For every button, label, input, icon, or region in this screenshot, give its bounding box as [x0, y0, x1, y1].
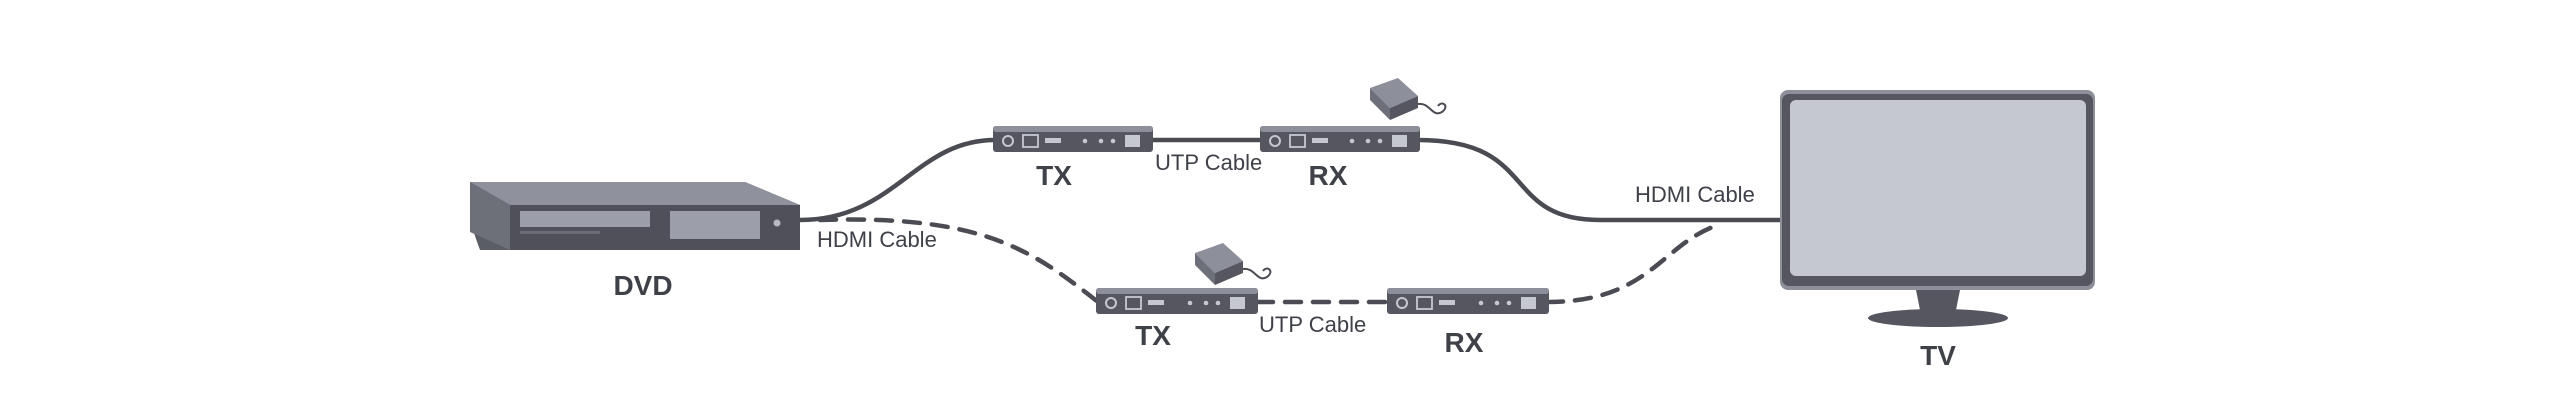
- power-adapter-icon: [1195, 243, 1272, 285]
- utp-cable-top-label: UTP Cable: [1155, 150, 1262, 175]
- bottom-rx-label: RX: [1445, 327, 1484, 358]
- top-tx-label: TX: [1036, 160, 1072, 191]
- hdmi-cable-right-label: HDMI Cable: [1635, 182, 1755, 207]
- hdmi-cable-top-left: [797, 137, 998, 223]
- top-rx-unit: [1260, 126, 1420, 152]
- bottom-tx-unit: [1096, 288, 1258, 314]
- power-adapter-icon: [1370, 78, 1447, 120]
- hdmi-cable-left-label: HDMI Cable: [817, 227, 937, 252]
- hdmi-cable-bottom-right: [1544, 222, 1721, 305]
- cables: [797, 137, 1785, 305]
- bottom-rx-unit: [1387, 288, 1549, 314]
- dvd-player: [470, 182, 800, 250]
- dvd-label: DVD: [613, 270, 672, 301]
- bottom-tx-label: TX: [1135, 320, 1171, 351]
- utp-cable-bottom-label: UTP Cable: [1259, 312, 1366, 337]
- hdmi-cable-bottom-left: [817, 217, 1101, 305]
- top-tx-unit: [993, 126, 1153, 152]
- tv: [1780, 90, 2095, 327]
- top-rx-label: RX: [1309, 160, 1348, 191]
- hdmi-cable-top-right: [1415, 137, 1785, 223]
- tv-label: TV: [1920, 340, 1956, 371]
